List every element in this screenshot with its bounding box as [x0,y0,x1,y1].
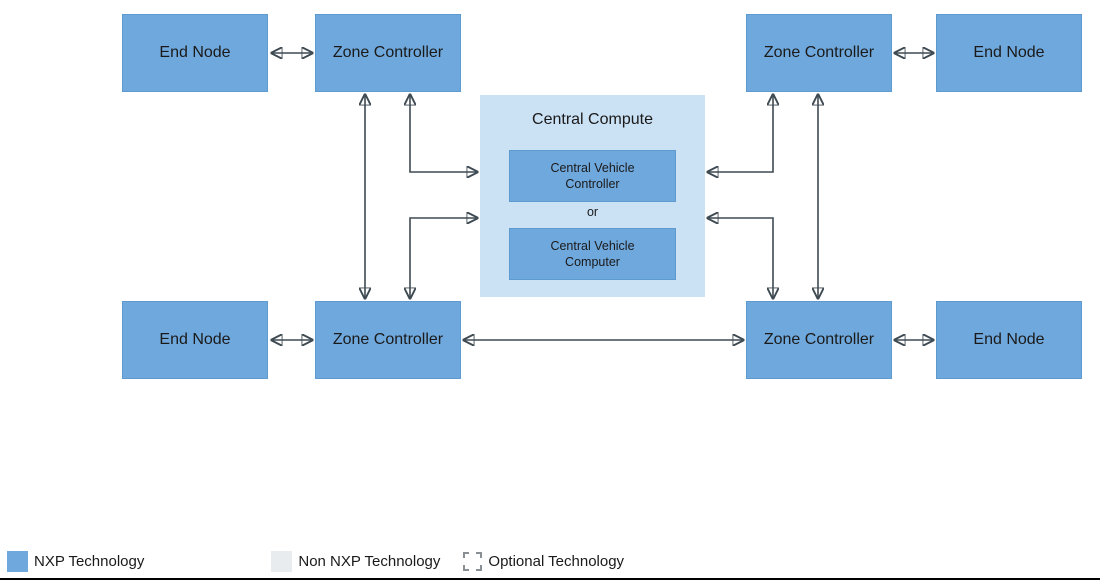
legend-label: Optional Technology [488,553,625,570]
node-end-node-top-right: End Node [936,14,1082,92]
node-label: End Node [973,331,1045,348]
node-end-node-top-left: End Node [122,14,268,92]
legend-label: NXP Technology [34,553,145,570]
legend: NXP Technology Non NXP Technology Option… [7,551,624,572]
node-end-node-bottom-left: End Node [122,301,268,379]
central-compute-group: Central Compute Central Vehicle Controll… [480,95,705,297]
non-nxp-swatch-icon [271,551,293,572]
node-label: End Node [159,44,231,61]
node-zone-controller-top-right: Zone Controller [746,14,892,92]
node-label: Zone Controller [763,331,875,348]
node-label: Zone Controller [332,44,444,61]
legend-item-optional: Optional Technology [463,552,624,571]
node-central-vehicle-computer: Central Vehicle Computer [509,228,676,280]
legend-item-non-nxp: Non NXP Technology [271,551,440,572]
optional-dashed-swatch-icon [463,552,483,571]
legend-item-nxp: NXP Technology [7,551,144,572]
node-zone-controller-bottom-right: Zone Controller [746,301,892,379]
bottom-divider [0,578,1100,580]
node-label: End Node [973,44,1045,61]
connector-zc-bl-central-compute [410,218,476,297]
node-central-vehicle-controller: Central Vehicle Controller [509,150,676,202]
connector-zc-br-central-compute [709,218,773,297]
node-label: Zone Controller [763,44,875,61]
node-label: Zone Controller [332,331,444,348]
node-label: Central Vehicle Computer [550,238,635,269]
central-compute-title: Central Compute [532,111,653,128]
connector-zc-tl-central-compute [410,96,476,172]
connector-zc-tr-central-compute [709,96,773,172]
node-zone-controller-bottom-left: Zone Controller [315,301,461,379]
node-zone-controller-top-left: Zone Controller [315,14,461,92]
legend-label: Non NXP Technology [298,553,441,570]
node-label: Central Vehicle Controller [550,160,635,191]
nxp-swatch-icon [7,551,28,572]
central-compute-or-label: or [586,205,599,219]
node-end-node-bottom-right: End Node [936,301,1082,379]
node-label: End Node [159,331,231,348]
